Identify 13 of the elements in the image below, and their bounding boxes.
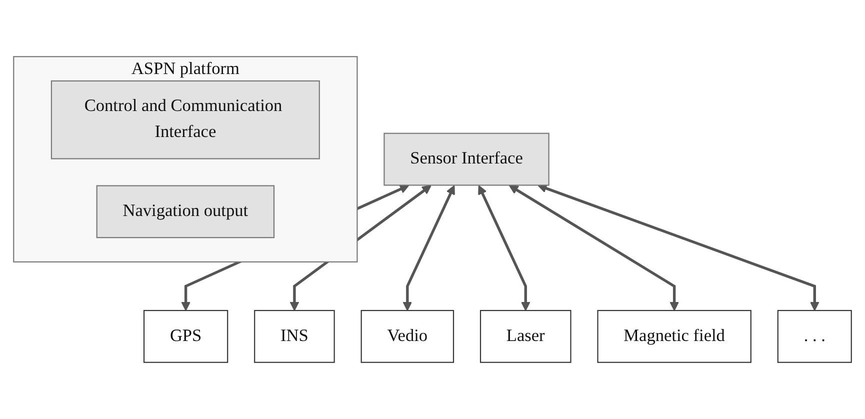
node-box: INS <box>254 310 335 363</box>
node-box: GPS <box>143 310 228 363</box>
node-box: Control and Communication Interface <box>50 80 320 160</box>
node-box: Vedio <box>360 310 454 363</box>
arrow <box>508 184 680 311</box>
node-box: Navigation output <box>96 185 275 238</box>
arrow <box>538 184 820 311</box>
arrow <box>478 185 530 311</box>
node-box: Laser <box>480 310 572 363</box>
node-box: Sensor Interface <box>384 132 550 186</box>
node-box: . . . <box>777 310 852 363</box>
arrow <box>402 185 455 311</box>
node-box: Magnetic field <box>597 310 752 363</box>
